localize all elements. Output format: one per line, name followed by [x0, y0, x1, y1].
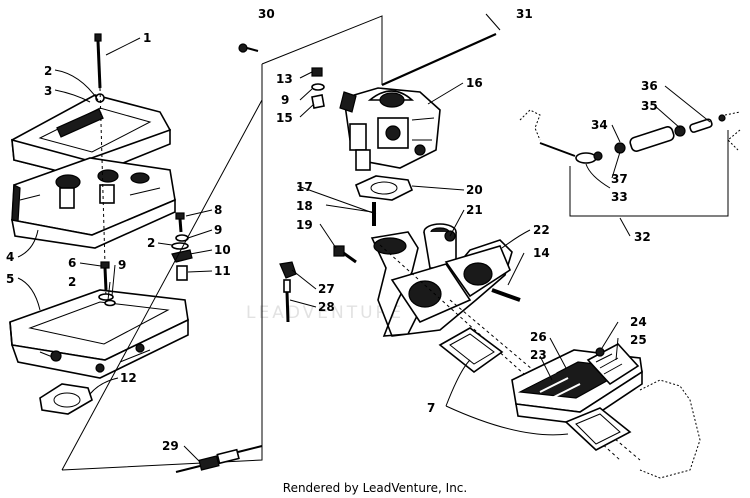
- washer-9-lower: [104, 299, 116, 307]
- callout-24: 24: [630, 315, 647, 329]
- washer-2: [171, 242, 189, 250]
- callout-26: 26: [530, 330, 547, 344]
- bolt-19: [333, 245, 357, 264]
- stud-14: [491, 288, 521, 302]
- callout-2-lower: 2: [68, 275, 76, 289]
- gasket-20: [354, 175, 414, 201]
- callout-27: 27: [318, 282, 335, 296]
- callout-9: 9: [214, 223, 222, 237]
- callout-37: 37: [611, 172, 628, 186]
- intake-manifold-22: [370, 223, 513, 337]
- gasket-7-lower: [564, 407, 632, 451]
- callout-8: 8: [214, 203, 222, 217]
- callout-32: 32: [634, 230, 651, 244]
- callout-5: 5: [6, 272, 14, 286]
- callout-34: 34: [591, 118, 608, 132]
- crankcase-5: [9, 289, 189, 379]
- callout-13: 13: [276, 72, 293, 86]
- rod-31: [381, 32, 497, 87]
- watermark: LEADVENTURE: [246, 303, 404, 323]
- callout-7: 7: [427, 401, 435, 415]
- callout-14: 14: [533, 246, 550, 260]
- bushing-15: [311, 94, 325, 109]
- washer-2-lower: [98, 293, 114, 301]
- bolt-8: [175, 212, 185, 233]
- choke-plunger-27-28: [279, 261, 297, 323]
- callout-36: 36: [641, 79, 658, 93]
- callout-4: 4: [6, 250, 14, 264]
- cylinder-head-4: [10, 157, 176, 249]
- callout-31: 31: [516, 7, 533, 21]
- screw-30: [238, 43, 259, 53]
- callout-25: 25: [630, 333, 647, 347]
- linkage-rod-32: [575, 114, 726, 164]
- bracket-10: [171, 249, 193, 263]
- callout-23: 23: [530, 348, 547, 362]
- bolt-6: [100, 261, 110, 291]
- washer-9-center: [311, 83, 325, 91]
- bolt-1: [94, 33, 102, 89]
- callout-2-mid: 2: [147, 236, 155, 250]
- callout-35: 35: [641, 99, 658, 113]
- gasket-12: [39, 383, 93, 415]
- callout-6: 6: [68, 256, 76, 270]
- callout-18: 18: [296, 199, 313, 213]
- callout-28: 28: [318, 300, 335, 314]
- callout-33: 33: [611, 190, 628, 204]
- callout-19: 19: [296, 218, 313, 232]
- callout-22: 22: [533, 223, 550, 237]
- callout-17: 17: [296, 180, 313, 194]
- callout-30: 30: [258, 7, 275, 21]
- engine-outline: [639, 379, 701, 479]
- callout-1: 1: [143, 31, 151, 45]
- cable-29: [175, 445, 263, 473]
- carburetor-16: [339, 87, 441, 171]
- callout-15: 15: [276, 111, 293, 125]
- spacer-11: [176, 265, 188, 281]
- credit-text: Rendered by LeadVenture, Inc.: [283, 481, 467, 495]
- callout-3: 3: [44, 84, 52, 98]
- callout-16: 16: [466, 76, 483, 90]
- callout-29: 29: [162, 439, 179, 453]
- callout-11: 11: [214, 264, 231, 278]
- callout-12: 12: [120, 371, 137, 385]
- callout-21: 21: [466, 203, 483, 217]
- callout-20: 20: [466, 183, 483, 197]
- callout-9-center: 9: [281, 93, 289, 107]
- gasket-7-upper: [438, 327, 504, 374]
- callout-2: 2: [44, 64, 52, 78]
- nut-13: [311, 67, 323, 77]
- callout-10: 10: [214, 243, 231, 257]
- callout-9-lower: 9: [118, 258, 126, 272]
- group-box-32: [569, 130, 729, 217]
- screw-24: [595, 347, 605, 357]
